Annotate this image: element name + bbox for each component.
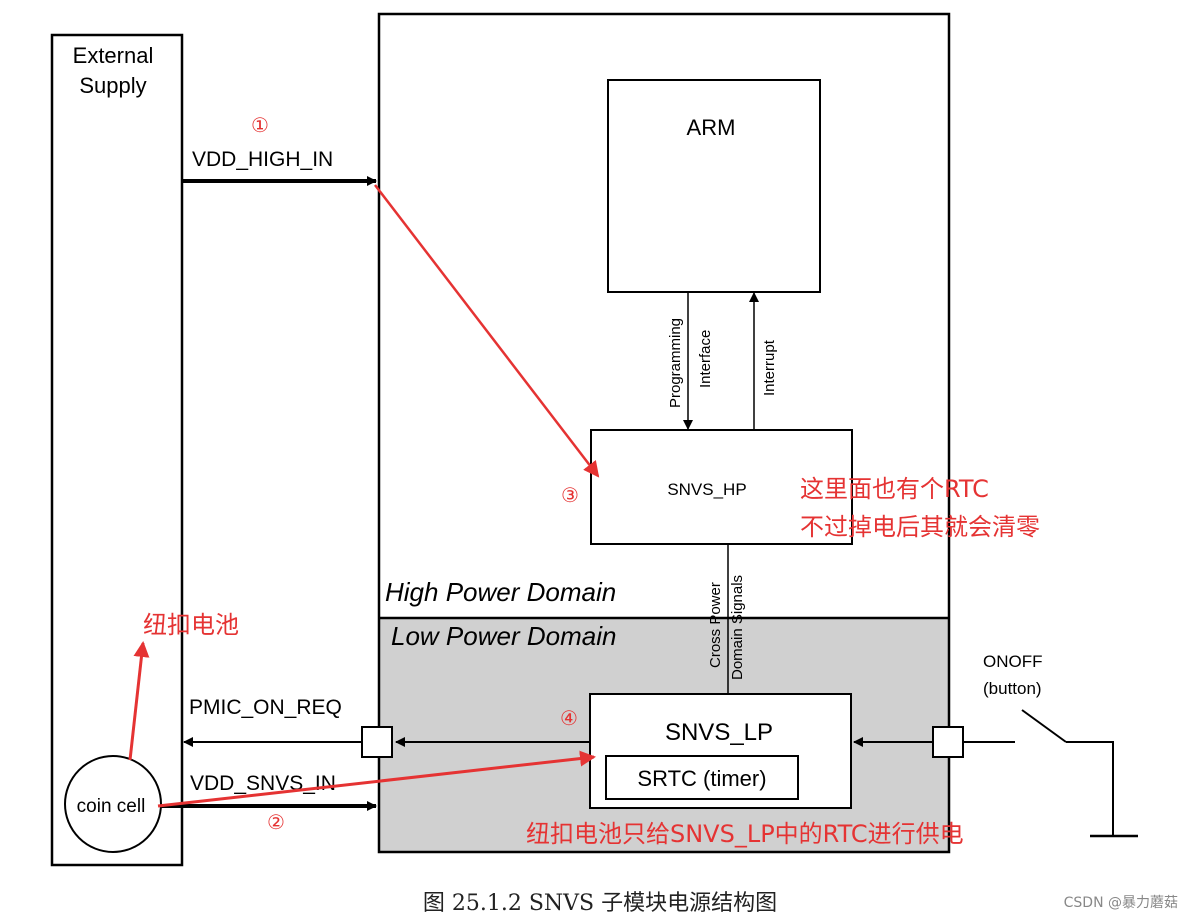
interrupt-label: Interrupt [761, 339, 778, 396]
watermark: CSDN @暴力蘑菇 [1064, 895, 1178, 911]
marker-3: ③ [561, 483, 579, 507]
marker-4: ④ [560, 706, 578, 730]
marker-1: ① [251, 113, 269, 137]
snvs-hp-label: SNVS_HP [667, 480, 746, 499]
high-power-domain-label: High Power Domain [385, 577, 616, 607]
programming-label: Programming [667, 318, 684, 408]
pmic-on-req-label: PMIC_ON_REQ [189, 696, 342, 719]
snvs-lp-label: SNVS_LP [665, 719, 773, 746]
coin-cell-cn-label: 纽扣电池 [143, 611, 239, 639]
coin-cell-label: coin cell [77, 796, 146, 817]
coin-cell [64, 755, 162, 853]
red-arrow-coin-label [128, 641, 150, 761]
arm-block [607, 79, 821, 293]
button-label: (button) [983, 679, 1042, 698]
lp-supply-note: 纽扣电池只给SNVS_LP中的RTC进行供电 [526, 820, 964, 848]
switch-lever [1021, 709, 1067, 743]
external-supply-label-2: Supply [79, 73, 146, 98]
onoff-pad [932, 726, 964, 758]
pmic-pad [361, 726, 393, 758]
domain-outline [377, 12, 951, 854]
hp-rtc-note-1: 这里面也有个RTC [800, 475, 989, 503]
red-arrow-vdd-high [374, 184, 600, 478]
onoff-label: ONOFF [983, 652, 1043, 671]
low-power-domain-label: Low Power Domain [391, 621, 616, 651]
srtc-block [605, 755, 799, 800]
external-supply-label-1: External [73, 43, 154, 68]
red-arrow-coin-to-lp [157, 750, 596, 808]
arm-label: ARM [687, 115, 736, 140]
domain-signals-label: Domain Signals [729, 575, 746, 680]
srtc-label: SRTC (timer) [637, 766, 766, 791]
external-supply-box [50, 33, 184, 867]
cross-power-label: Cross Power [707, 582, 724, 668]
snvs-hp-block [590, 429, 853, 545]
interface-label: Interface [697, 330, 714, 388]
marker-2: ② [267, 810, 285, 834]
figure-caption: 图 25.1.2 SNVS 子模块电源结构图 [423, 891, 777, 916]
switch-wire [1066, 741, 1114, 836]
vdd-high-in-label: VDD_HIGH_IN [192, 148, 333, 171]
hp-rtc-note-2: 不过掉电后其就会清零 [800, 513, 1040, 541]
vdd-snvs-in-label: VDD_SNVS_IN [190, 772, 336, 795]
